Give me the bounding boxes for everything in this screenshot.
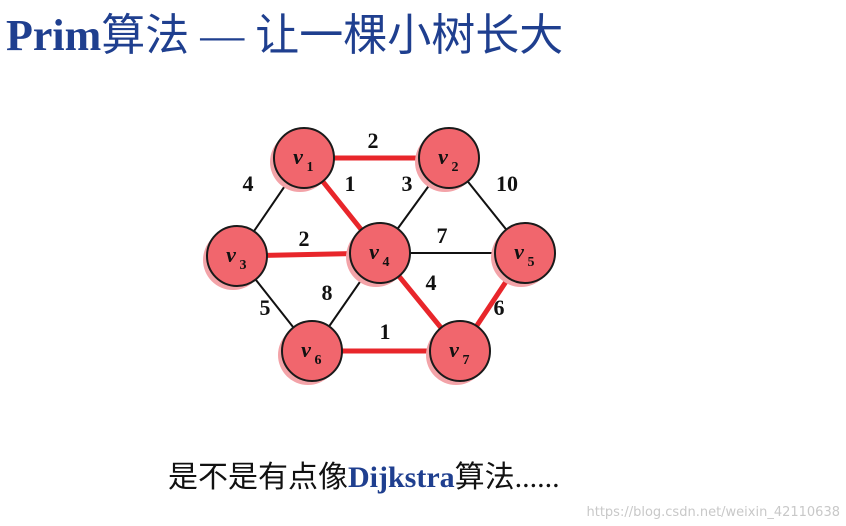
node-label-v7: v xyxy=(449,337,459,362)
edge-weight-v1-v2: 2 xyxy=(368,128,379,153)
node-label-v3: v xyxy=(226,242,236,267)
node-circle-v3 xyxy=(206,225,268,287)
caption-after: 算法 xyxy=(454,460,515,495)
caption-before: 是不是有点像 xyxy=(168,460,348,495)
edge-weight-v6-v7: 1 xyxy=(380,319,391,344)
node-subscript-v6: 6 xyxy=(315,353,322,368)
node-circle-v7 xyxy=(429,320,491,382)
node-circle-v4 xyxy=(349,222,411,284)
node-subscript-v5: 5 xyxy=(528,255,535,270)
node-subscript-v1: 1 xyxy=(307,160,314,175)
edge-weight-v2-v5: 10 xyxy=(496,171,518,196)
node-label-v4: v xyxy=(369,239,379,264)
edge-weight-v4-v7: 4 xyxy=(426,270,437,295)
title-latin: Prim xyxy=(6,11,102,60)
node-circle-v5 xyxy=(494,222,556,284)
edge-weight-v2-v4: 3 xyxy=(402,171,413,196)
node-label-v2: v xyxy=(438,144,448,169)
node-label-v6: v xyxy=(301,337,311,362)
weights-layer: 2 4 1 3 10 2 7 5 8 4 6 1 xyxy=(243,128,519,344)
node-subscript-v4: 4 xyxy=(383,255,390,270)
node-label-v1: v xyxy=(293,144,303,169)
node-circle-v1 xyxy=(273,127,335,189)
node-subscript-v3: 3 xyxy=(240,258,247,273)
node-circle-v2 xyxy=(418,127,480,189)
node-subscript-v7: 7 xyxy=(463,353,470,368)
edge-weight-v4-v5: 7 xyxy=(437,223,448,248)
edge-weight-v1-v4: 1 xyxy=(345,171,356,196)
page-title: Prim算法 — 让一棵小树长大 xyxy=(6,6,563,66)
caption: 是不是有点像Dijkstra算法...... xyxy=(168,456,560,500)
edge-weight-v3-v4: 2 xyxy=(299,226,310,251)
caption-dots: ...... xyxy=(514,461,560,494)
title-rest: 算法 — 让一棵小树长大 xyxy=(101,11,564,60)
edge-weight-v4-v6: 8 xyxy=(322,280,333,305)
edge-weight-v3-v6: 5 xyxy=(260,295,271,320)
node-subscript-v2: 2 xyxy=(452,160,459,175)
edge-weight-v5-v7: 6 xyxy=(494,295,505,320)
node-circle-v6 xyxy=(281,320,343,382)
edge-weight-v1-v3: 4 xyxy=(243,171,254,196)
node-label-v5: v xyxy=(514,239,524,264)
watermark: https://blog.csdn.net/weixin_42110638 xyxy=(586,505,840,520)
caption-highlight: Dijkstra xyxy=(348,461,455,494)
